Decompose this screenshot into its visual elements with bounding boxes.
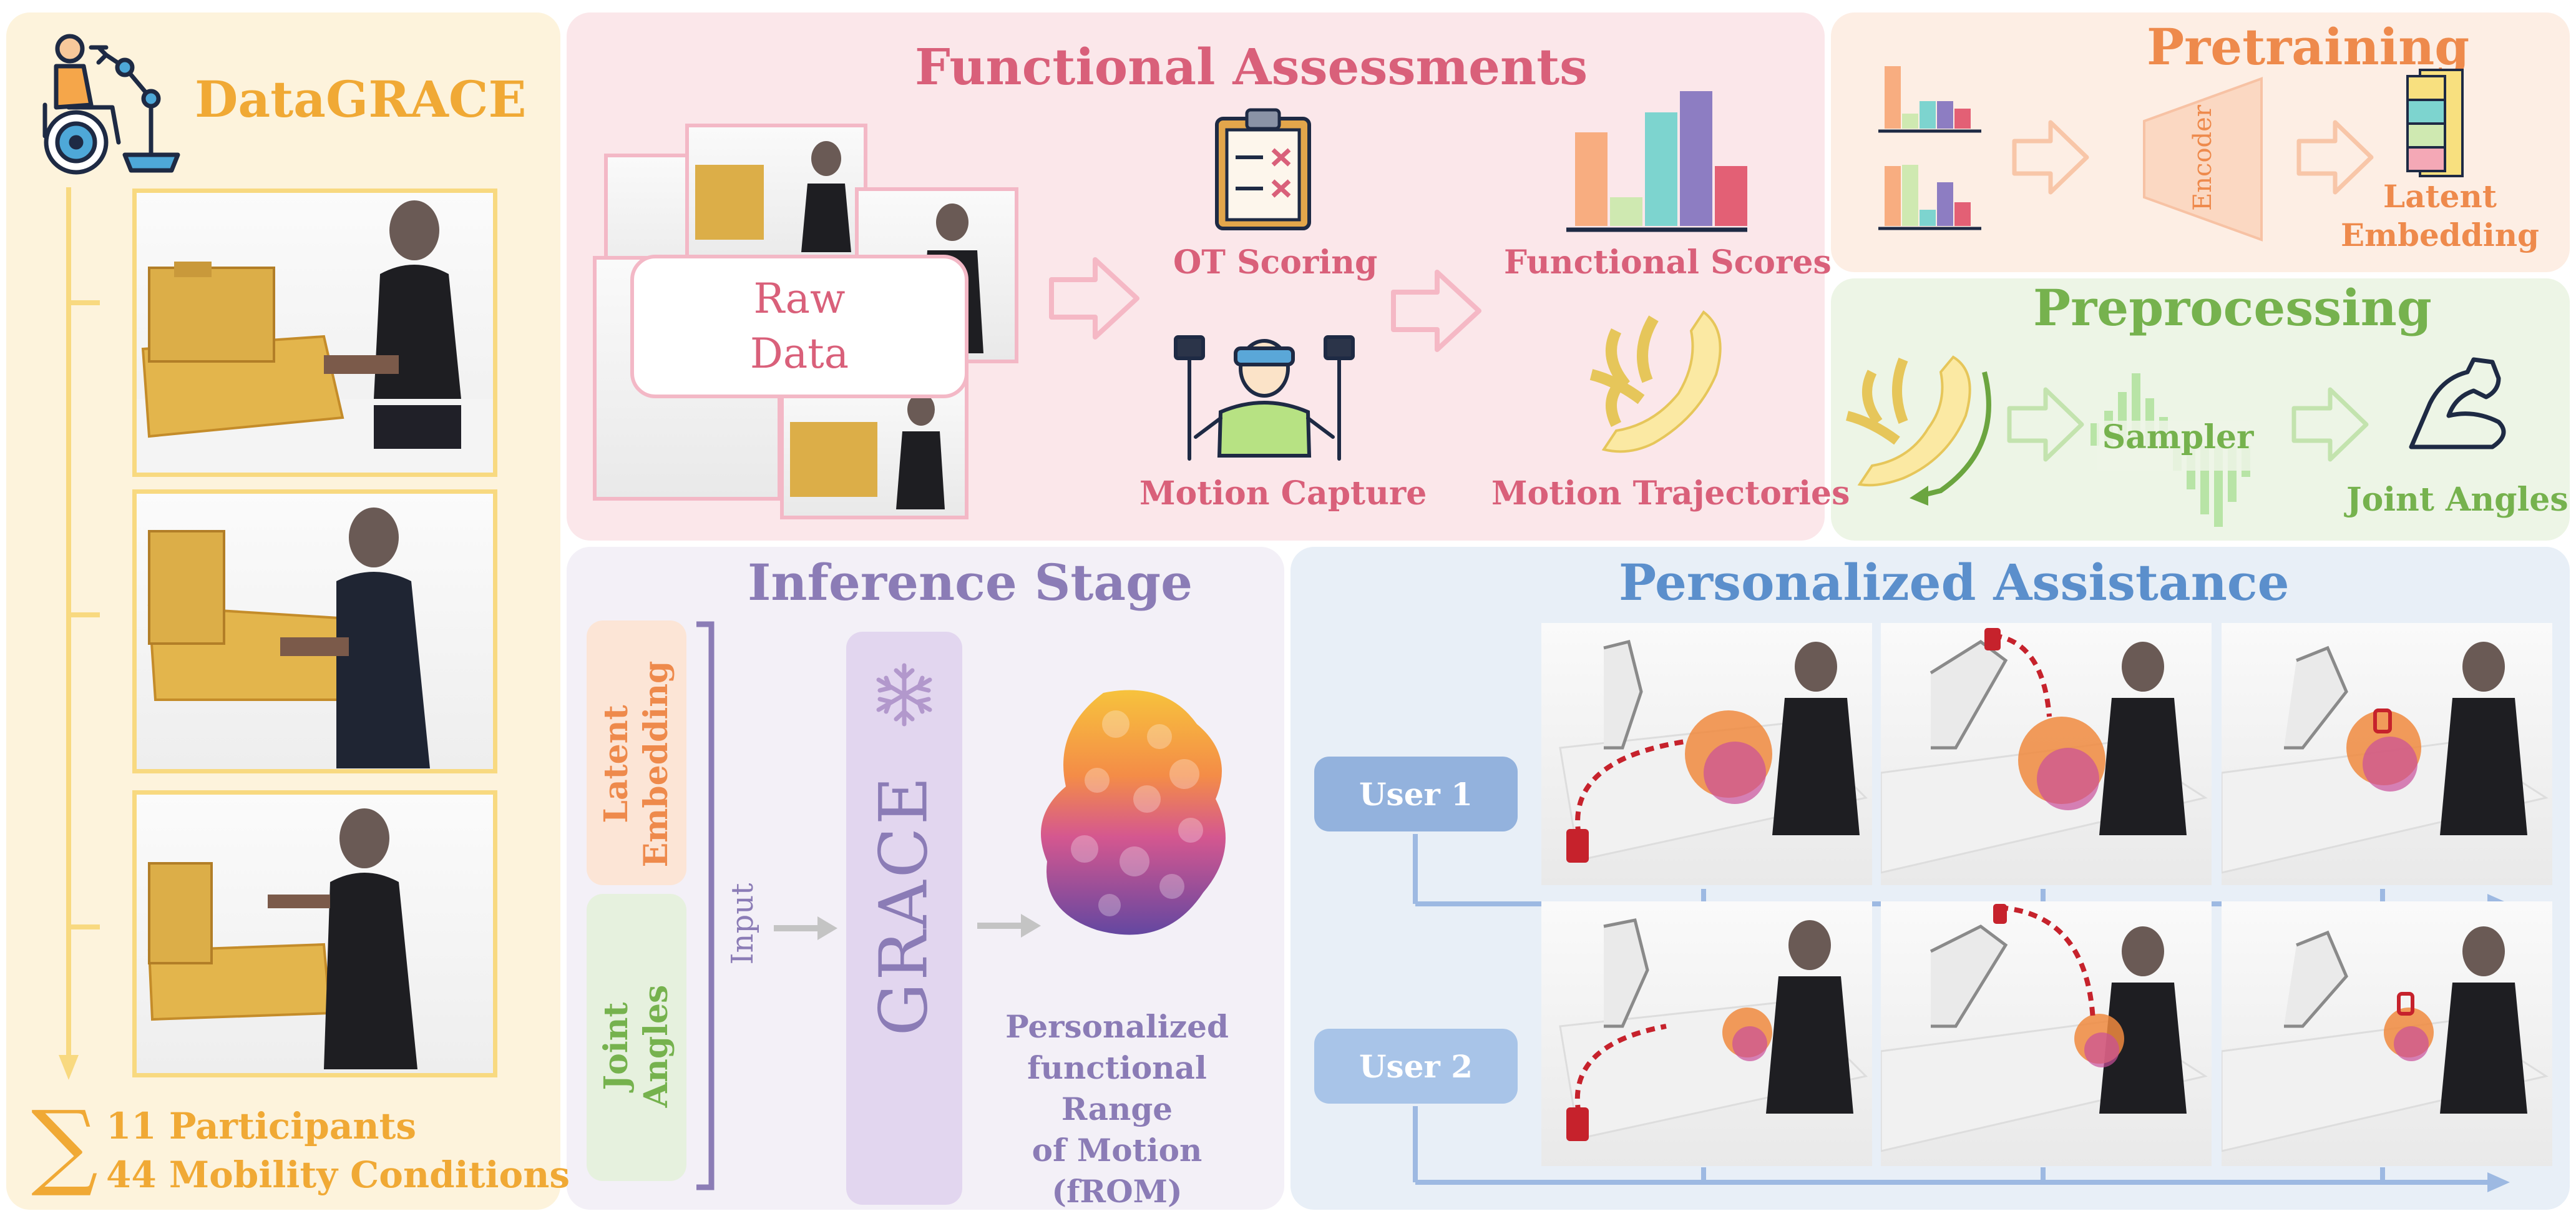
mobility-conditions-count: 44 Mobility Conditions: [106, 1154, 570, 1196]
arrow-input-to-grace: [774, 916, 837, 940]
user-1-badge: User 1: [1314, 757, 1518, 831]
pretraining-title: Pretraining: [2147, 17, 2470, 76]
functional-assessments-title: Functional Assessments: [915, 37, 1588, 96]
user-2-scene-3: [2222, 901, 2552, 1166]
arrow-trajectory-to-sampler: [2007, 387, 2084, 462]
datagrace-title: DataGRACE: [195, 70, 527, 129]
user-2-timeline: [1413, 1106, 2510, 1192]
motion-capture-label: Motion Capture: [1139, 474, 1427, 512]
functional-scores-chart-icon: [1566, 91, 1747, 232]
user-2-badge: User 2: [1314, 1029, 1518, 1104]
grace-model-label: GRACE: [865, 773, 942, 1036]
participants-count: 11 Participants: [106, 1105, 417, 1147]
from-point-cloud: [1041, 690, 1226, 935]
arrow-sampler-to-angles: [2291, 387, 2369, 462]
timeline-arrow: [59, 187, 100, 1080]
user-1-scene-1: [1541, 623, 1872, 885]
participant-photo-3: [132, 790, 497, 1077]
clipboard-icon: [1215, 108, 1311, 230]
preprocessing-arm-trajectory-icon: [1845, 355, 1991, 506]
participant-photo-1: [132, 189, 497, 477]
pretraining-score-chart-bottom: [1878, 165, 1981, 230]
inference-joint-angles-box: [587, 894, 686, 1181]
raw-data-card: Raw Data: [630, 255, 968, 398]
sampler-bars: [2091, 373, 2250, 527]
encoder-block: [2143, 77, 2263, 242]
user-2-scene-2: [1881, 901, 2212, 1166]
motion-trajectories-arm-icon: [1589, 310, 1722, 453]
user-2-scene-1: [1541, 901, 1872, 1166]
arrow-encoder-to-embedding: [2296, 120, 2374, 195]
input-label: Input: [725, 883, 760, 965]
raw-data-thumb-2: [685, 124, 867, 275]
participant-photo-2: [132, 489, 497, 773]
personalized-assistance-title: Personalized Assistance: [1619, 553, 2290, 612]
user-1-scene-3: [2222, 623, 2552, 885]
motion-capture-icon: [1174, 335, 1355, 461]
from-output-label: Personalized functional Range of Motion …: [1005, 1008, 1229, 1210]
joint-angles-label: Joint Angles: [2346, 481, 2569, 519]
functional-scores-label: Functional Scores: [1504, 243, 1832, 282]
preprocessing-title: Preprocessing: [2033, 278, 2432, 337]
inference-latent-embedding-label: Latent Embedding: [597, 660, 675, 868]
latent-embedding-icon: [2406, 69, 2464, 177]
pretraining-score-chart-top: [1878, 66, 1981, 133]
arrow-grace-to-output: [977, 914, 1041, 938]
flexed-arm-icon: [2409, 357, 2506, 449]
inference-latent-embedding-box: [587, 620, 686, 885]
ot-scoring-label: OT Scoring: [1173, 243, 1378, 282]
latent-embedding-label: Latent Embedding: [2340, 178, 2540, 253]
grace-model-block: [846, 632, 962, 1205]
raw-data-thumb-5: [780, 375, 968, 519]
arrow-assess-to-output: [1391, 270, 1481, 352]
input-bracket: [696, 621, 715, 1190]
snowflake-icon: [876, 663, 932, 727]
motion-trajectories-label: Motion Trajectories: [1491, 474, 1850, 512]
summary-sigma: ∑: [31, 1091, 99, 1200]
user-1-scene-2: [1881, 623, 2212, 885]
sampler-label: Sampler: [2102, 418, 2254, 456]
raw-data-label: Raw Data: [749, 275, 849, 378]
arrow-raw-to-assess: [1049, 257, 1139, 340]
encoder-label: Encoder: [2188, 105, 2217, 211]
wheelchair-robot-icon: [42, 34, 180, 175]
inference-joint-angles-label: Joint Angles: [597, 984, 675, 1108]
arrow-scores-to-encoder: [2012, 120, 2089, 195]
inference-stage-title: Inference Stage: [748, 553, 1193, 612]
